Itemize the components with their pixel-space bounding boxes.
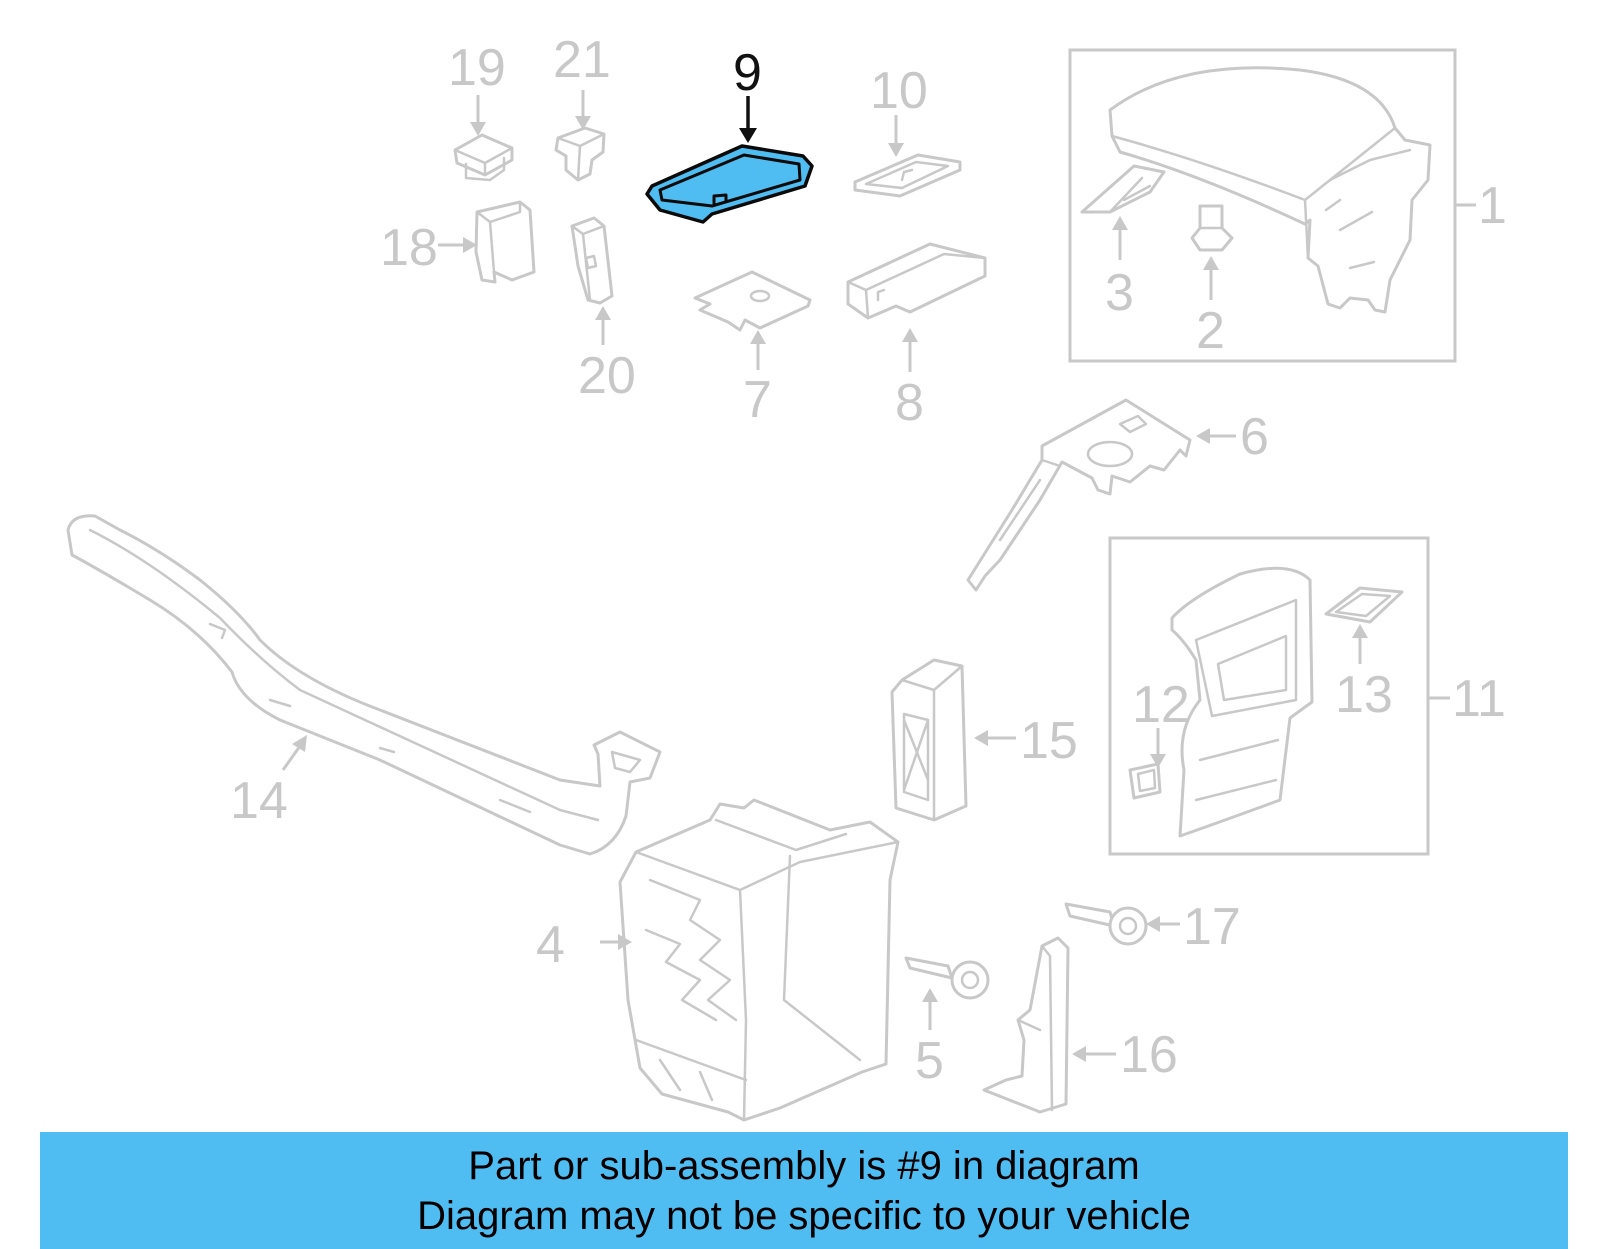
arrowhead-10 — [888, 143, 904, 157]
callout-8[interactable]: 8 — [895, 374, 924, 432]
callout-4[interactable]: 4 — [536, 916, 565, 974]
part-15 — [890, 658, 968, 822]
callout-17[interactable]: 17 — [1183, 898, 1241, 956]
arrowhead-7 — [750, 330, 766, 344]
arrowhead-15 — [974, 730, 988, 746]
part-12 — [1128, 762, 1162, 800]
part-16 — [982, 936, 1070, 1114]
callout-6[interactable]: 6 — [1240, 408, 1269, 466]
arrowhead-14 — [292, 735, 307, 752]
part-19 — [453, 133, 514, 182]
part-6 — [966, 398, 1192, 592]
box-part-11 — [1108, 536, 1430, 856]
part-18 — [474, 200, 536, 284]
arrowhead-2 — [1203, 256, 1219, 270]
arrowhead-4 — [618, 934, 632, 950]
callout-20[interactable]: 20 — [578, 347, 636, 405]
callout-3[interactable]: 3 — [1105, 264, 1134, 322]
arrowhead-17 — [1146, 916, 1160, 932]
arrowhead-3 — [1112, 216, 1128, 230]
part-21 — [554, 126, 606, 182]
arrowhead-20 — [595, 306, 611, 320]
part-17 — [1064, 902, 1148, 946]
part-20 — [570, 216, 614, 305]
callout-15[interactable]: 15 — [1020, 712, 1078, 770]
callout-10[interactable]: 10 — [870, 62, 928, 120]
callout-19[interactable]: 19 — [448, 39, 506, 97]
part-5 — [904, 956, 990, 1000]
callout-12[interactable]: 12 — [1132, 676, 1190, 734]
callout-1[interactable]: 1 — [1478, 177, 1507, 235]
callout-5[interactable]: 5 — [915, 1032, 944, 1090]
part-7 — [693, 270, 812, 332]
arrowhead-16 — [1072, 1046, 1086, 1062]
part-2 — [1190, 204, 1234, 252]
callout-21[interactable]: 21 — [553, 31, 611, 89]
arrowhead-6 — [1196, 428, 1210, 444]
arrowhead-8 — [902, 328, 918, 342]
part-11 — [1170, 566, 1314, 838]
callout-9[interactable]: 9 — [733, 44, 762, 102]
part-8 — [846, 242, 987, 320]
callout-18[interactable]: 18 — [380, 219, 438, 277]
callout-14[interactable]: 14 — [230, 772, 288, 830]
part-1 — [1108, 66, 1432, 314]
part-9-highlighted[interactable] — [645, 144, 814, 224]
part-13 — [1324, 586, 1404, 624]
callout-11[interactable]: 11 — [1452, 670, 1506, 728]
callout-16[interactable]: 16 — [1120, 1026, 1178, 1084]
banner-line-disclaimer: Diagram may not be specific to your vehi… — [417, 1193, 1191, 1238]
arrowhead-5 — [922, 988, 938, 1002]
arrowhead-13 — [1352, 624, 1368, 638]
arrowhead-19 — [470, 122, 486, 136]
callout-2[interactable]: 2 — [1196, 302, 1225, 360]
callout-7[interactable]: 7 — [743, 371, 772, 429]
callout-13[interactable]: 13 — [1335, 666, 1393, 724]
arrowhead-21 — [575, 116, 591, 130]
arrowhead-9 — [739, 128, 757, 143]
info-banner: Part or sub-assembly is #9 in diagram Di… — [40, 1132, 1568, 1249]
banner-line-part: Part or sub-assembly is #9 in diagram — [468, 1143, 1140, 1188]
part-4 — [618, 798, 900, 1122]
part-3 — [1080, 164, 1166, 214]
part-14 — [66, 514, 662, 856]
part-10 — [853, 153, 962, 198]
arrowhead-12 — [1150, 754, 1166, 768]
arrow-14 — [281, 745, 302, 771]
arrowhead-18 — [463, 237, 477, 253]
